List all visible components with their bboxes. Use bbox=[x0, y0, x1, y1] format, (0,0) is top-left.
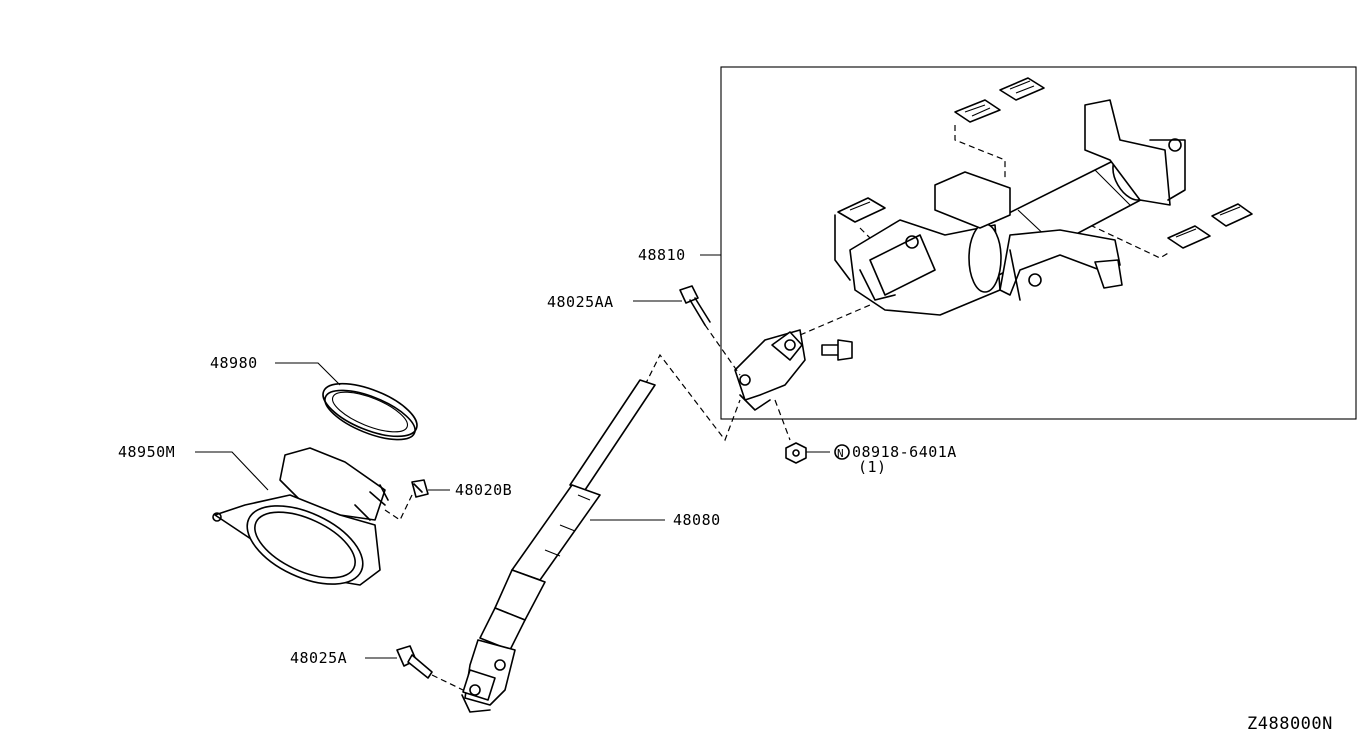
callout-48025AA: 48025AA bbox=[547, 293, 614, 311]
column-assembly-drawing bbox=[834, 77, 1253, 316]
leader-48950M bbox=[195, 451, 269, 491]
column-assembly-frame bbox=[720, 66, 1357, 420]
bolt-48025A bbox=[396, 645, 433, 679]
yoke-bolt bbox=[821, 339, 853, 361]
callout-nut-qty: (1) bbox=[858, 458, 887, 476]
bolt-48025AA bbox=[679, 285, 711, 326]
callout-48950M: 48950M bbox=[118, 443, 175, 461]
lower-shaft bbox=[461, 379, 656, 713]
nut-prefix: N bbox=[837, 447, 844, 460]
callout-08918-6401A: 08918-6401A bbox=[852, 443, 957, 461]
nut-prefix-circle bbox=[834, 444, 850, 460]
callout-48980: 48980 bbox=[210, 354, 258, 372]
diagram-code: Z488000N bbox=[1247, 714, 1333, 734]
leader-48980 bbox=[275, 362, 341, 386]
nut-08918-6401A bbox=[785, 442, 807, 464]
hole-cover bbox=[212, 447, 389, 586]
callout-48810: 48810 bbox=[638, 246, 686, 264]
hole-cover-seal bbox=[322, 382, 418, 441]
callout-48020B: 48020B bbox=[455, 481, 512, 499]
upper-yoke bbox=[734, 329, 806, 411]
callout-48025A: 48025A bbox=[290, 649, 347, 667]
clip-48020B bbox=[411, 479, 429, 498]
callout-48080: 48080 bbox=[673, 511, 721, 529]
